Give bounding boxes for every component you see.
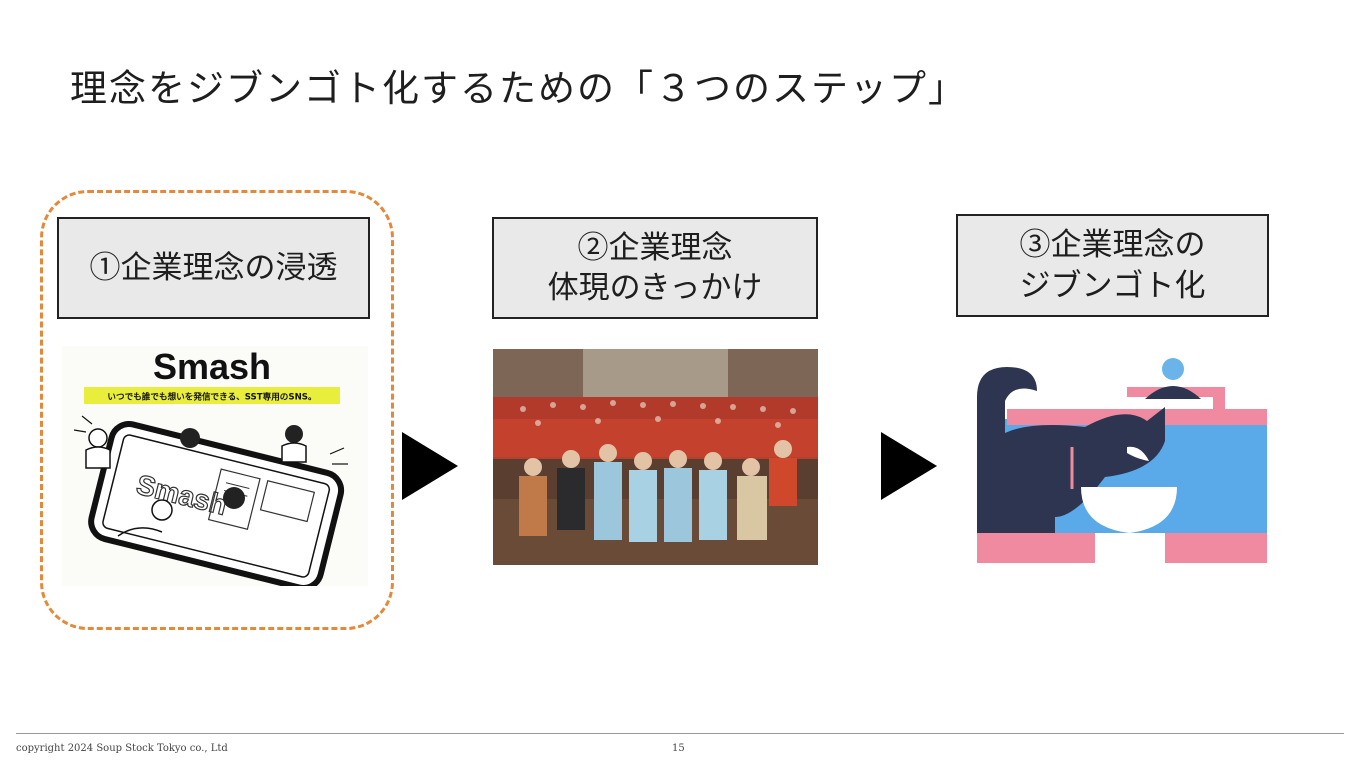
footer-copyright: copyright 2024 Soup Stock Tokyo co., Ltd (16, 743, 228, 754)
smash-sns-image: Smash いつでも誰でも想いを発信できる、SST専用のSNS。 Smash (62, 346, 368, 586)
page-number: 15 (672, 743, 685, 754)
step3-label-line1: ③企業理念の (1020, 225, 1206, 265)
step2-label-line2: 体現のきっかけ (548, 268, 763, 308)
group-photo-image (493, 349, 818, 565)
step3-label-line2: ジブンゴト化 (1020, 266, 1206, 306)
arrow-right-icon (881, 432, 937, 500)
slide-title: 理念をジブンゴト化するための「３つのステップ」 (70, 58, 967, 112)
step1-label-line1: ①企業理念の浸透 (90, 248, 338, 288)
footer-divider (16, 733, 1344, 734)
step1-label-box: ①企業理念の浸透 (57, 217, 370, 319)
smash-tagline: いつでも誰でも想いを発信できる、SST専用のSNS。 (107, 391, 316, 403)
cat-soup-illustration (977, 357, 1267, 563)
arrow-right-icon (402, 432, 458, 500)
step2-label-box: ②企業理念 体現のきっかけ (492, 217, 818, 319)
step2-label-line1: ②企業理念 (578, 228, 733, 268)
step3-label-box: ③企業理念の ジブンゴト化 (956, 214, 1269, 317)
smash-logo: Smash (153, 346, 271, 387)
